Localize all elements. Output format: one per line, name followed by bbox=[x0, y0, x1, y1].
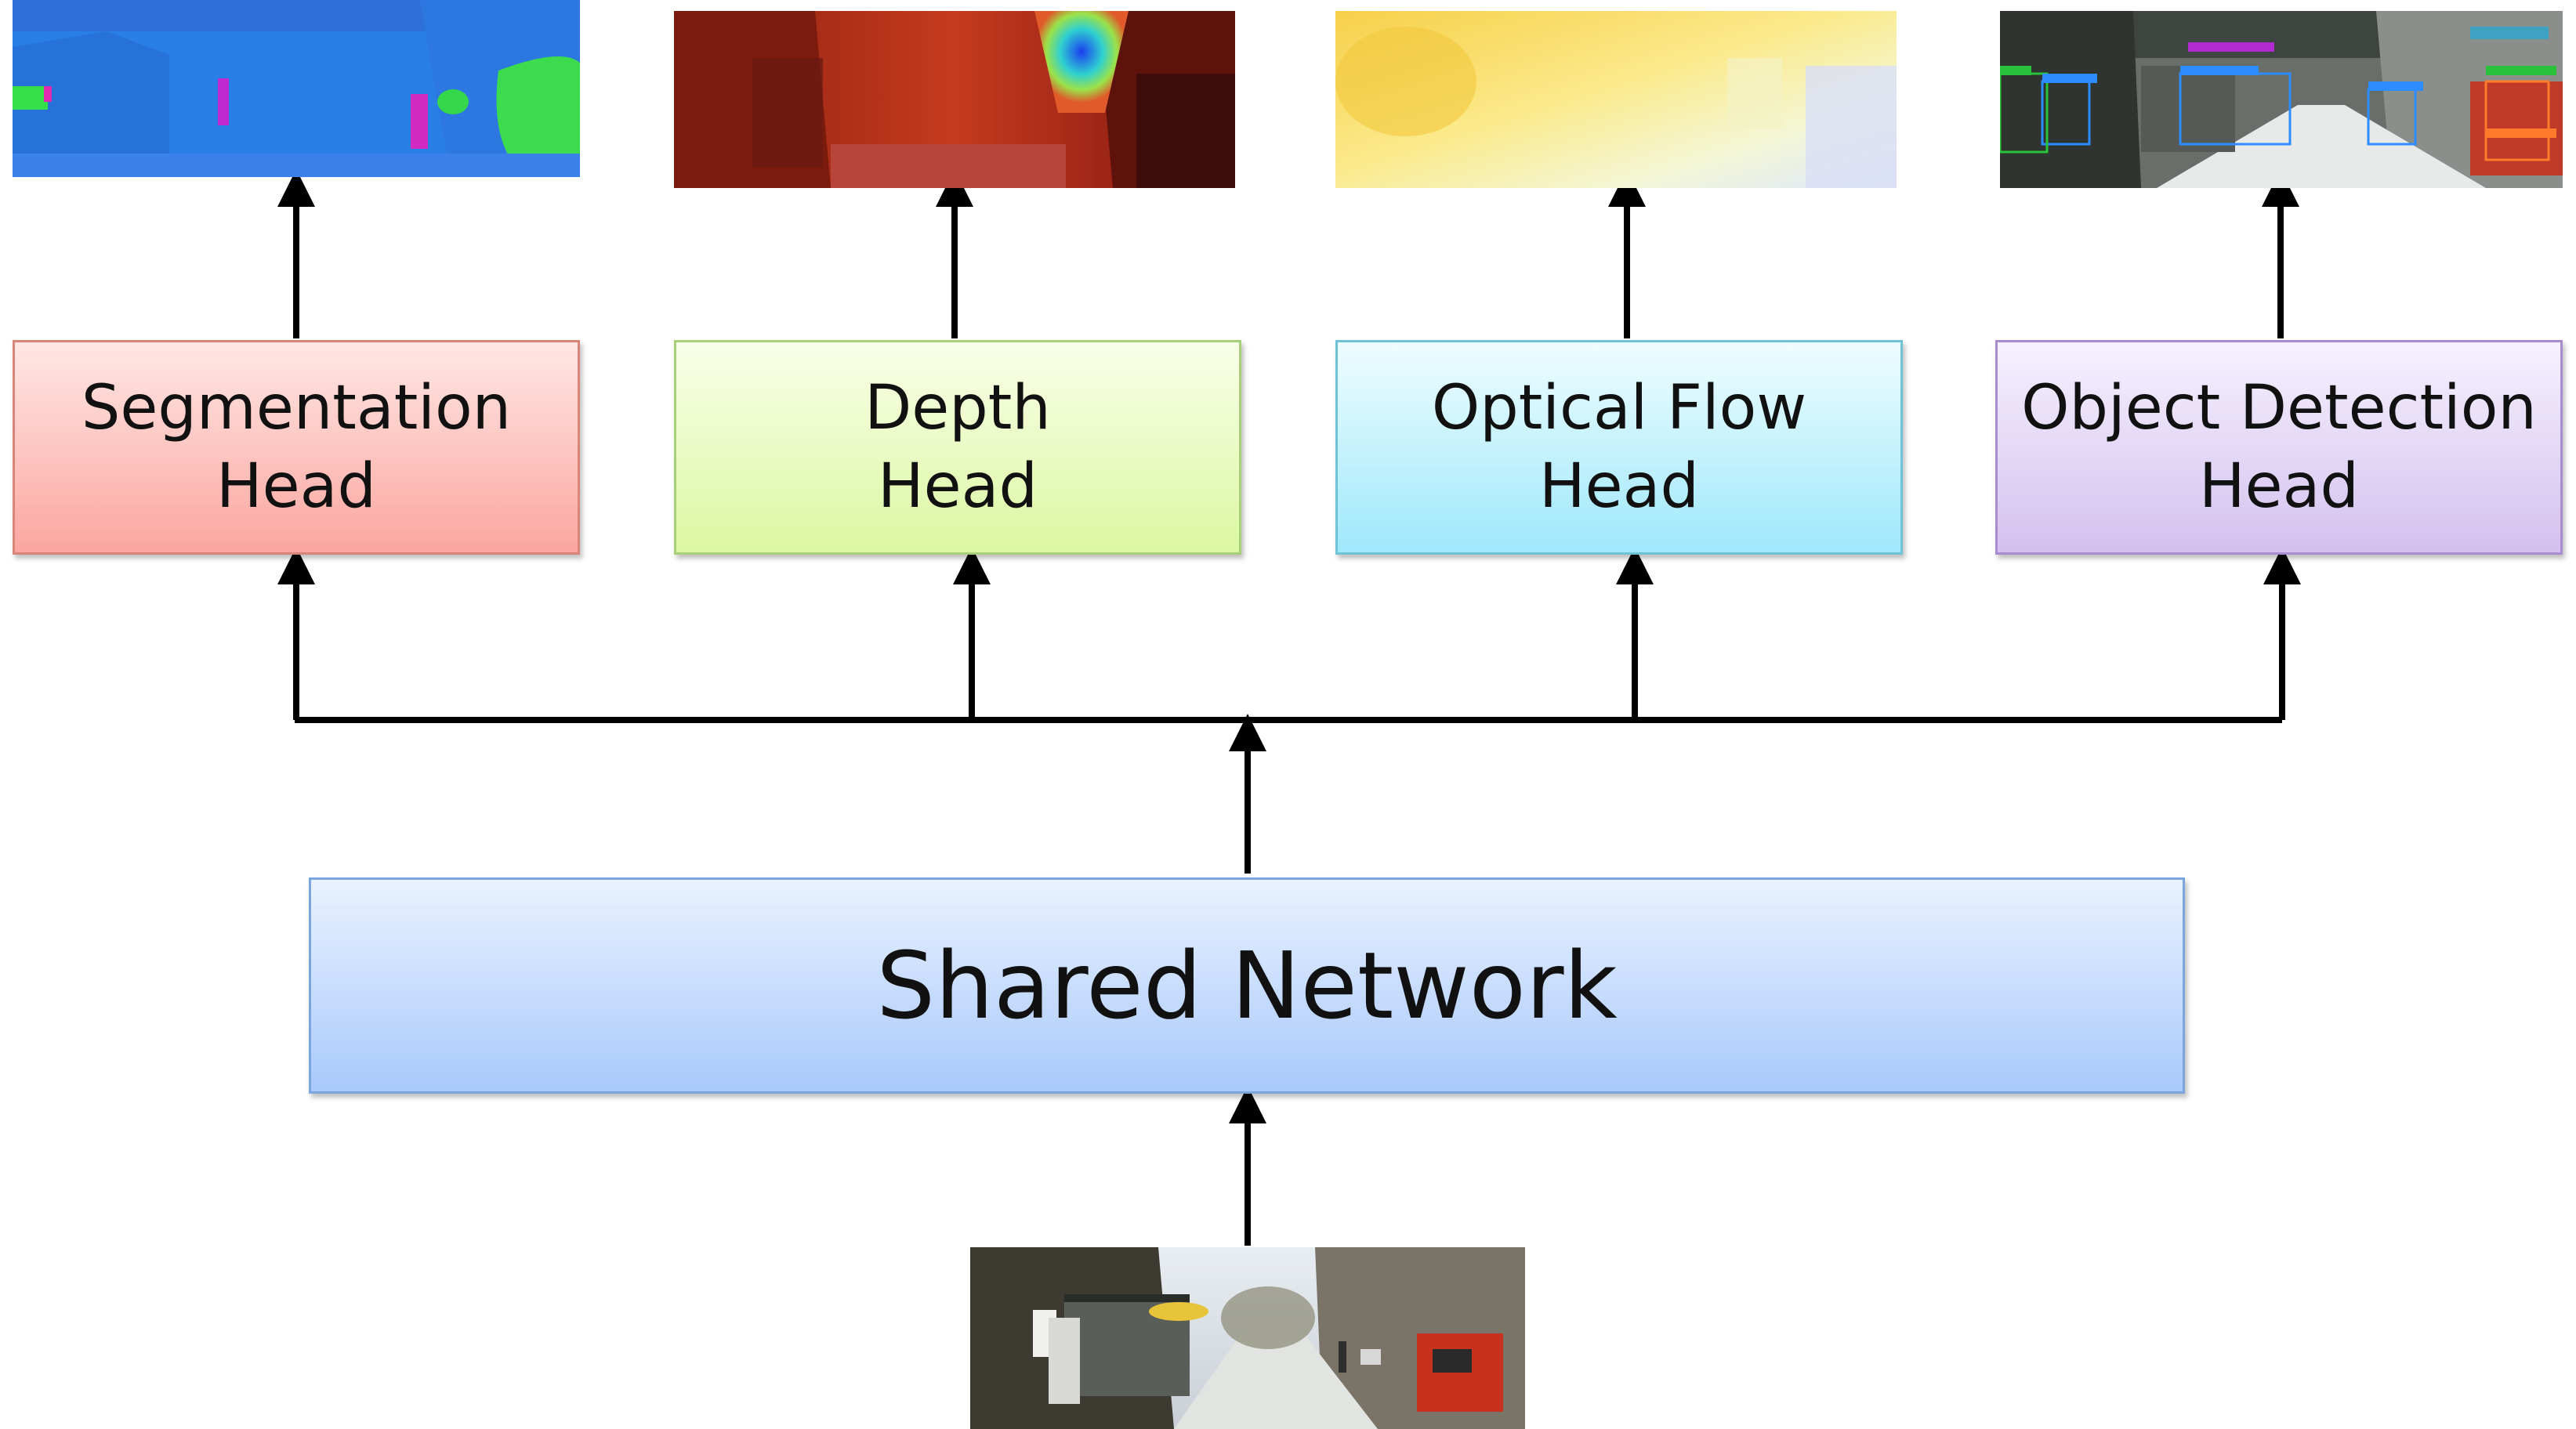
object-detection-head-label-line2: Head bbox=[2199, 451, 2359, 522]
shared-network-label: Shared Network bbox=[876, 932, 1618, 1040]
shared-network-box: Shared Network bbox=[309, 877, 2185, 1094]
depth-output-image bbox=[674, 11, 1235, 188]
segmentation-output-image bbox=[13, 0, 580, 177]
depth-head-label-line1: Depth bbox=[864, 373, 1051, 443]
segmentation-head-label-line2: Head bbox=[216, 451, 376, 522]
object-detection-head-label-line1: Object Detection bbox=[2021, 373, 2537, 443]
optical-flow-head-label-line1: Optical Flow bbox=[1431, 373, 1807, 443]
segmentation-head-box: Segmentation Head bbox=[13, 340, 580, 555]
optical-flow-head-box: Optical Flow Head bbox=[1335, 340, 1903, 555]
depth-head-label-line2: Head bbox=[878, 451, 1038, 522]
optical-flow-output-image bbox=[1335, 11, 1897, 188]
segmentation-head-label-line1: Segmentation bbox=[81, 373, 512, 443]
object-detection-head-box: Object Detection Head bbox=[1995, 340, 2563, 555]
optical-flow-head-label-line2: Head bbox=[1539, 451, 1699, 522]
input-street-image bbox=[970, 1247, 1525, 1429]
object-detection-output-image bbox=[2000, 11, 2563, 188]
depth-head-box: Depth Head bbox=[674, 340, 1241, 555]
